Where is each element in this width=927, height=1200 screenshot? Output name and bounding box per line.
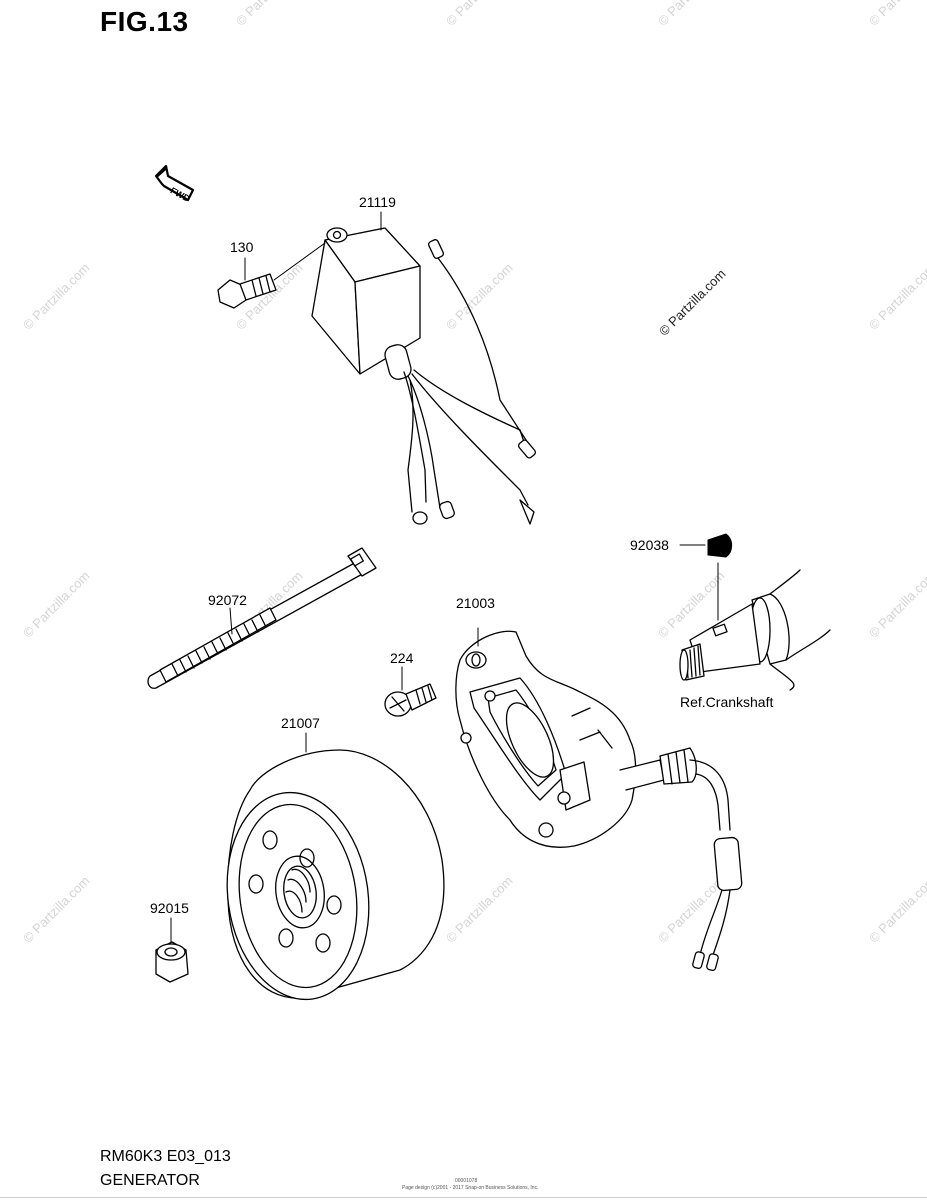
stator-part[interactable]	[455, 627, 743, 971]
bottom-divider	[0, 1197, 927, 1198]
small-print-line1: 00001078	[455, 1178, 478, 1184]
screw-224-part[interactable]	[384, 666, 437, 717]
part-label-130[interactable]: 130	[230, 239, 254, 255]
part-label-21003[interactable]: 21003	[456, 595, 495, 611]
bolt-130-part[interactable]	[217, 242, 326, 309]
flange-nut-part[interactable]	[155, 917, 189, 983]
part-label-92072[interactable]: 92072	[208, 592, 247, 608]
part-label-21119[interactable]: 21119	[359, 194, 396, 210]
part-label-21007[interactable]: 21007	[281, 715, 320, 731]
flywheel-rotor-part[interactable]	[214, 732, 445, 1009]
part-label-224[interactable]: 224	[390, 650, 414, 666]
part-label-92038[interactable]: 92038	[630, 537, 669, 553]
diagram-code: RM60K3 E03_013	[100, 1148, 231, 1165]
part-label-92015[interactable]: 92015	[150, 900, 189, 916]
cdi-unit-part[interactable]	[311, 227, 537, 525]
woodruff-key-part[interactable]	[707, 533, 733, 558]
diagram-name: GENERATOR	[100, 1172, 200, 1189]
reference-label: Ref.Crankshaft	[680, 694, 773, 710]
figure-title: FIG.13	[100, 6, 189, 37]
small-print-line2: Page design (c)2001 - 2017 Snap-on Busin…	[402, 1185, 539, 1191]
fwd-arrow-icon	[154, 164, 195, 202]
crankshaft-reference	[679, 562, 831, 691]
cable-tie-part[interactable]	[147, 547, 377, 689]
